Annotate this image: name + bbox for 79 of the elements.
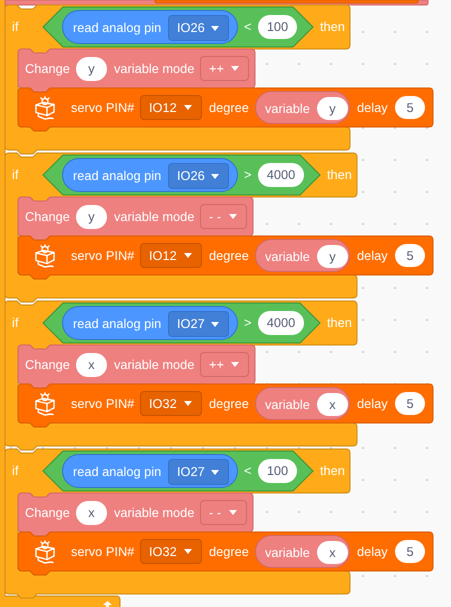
dropdown: IO26 xyxy=(168,15,229,41)
block-label: variable xyxy=(265,248,310,264)
keyword-label: then xyxy=(320,19,345,35)
variable-name-field: y xyxy=(317,245,348,268)
block-label: servo PIN# xyxy=(71,544,134,560)
analog-read-block xyxy=(62,158,238,192)
block-label: read analog pin xyxy=(73,464,162,480)
condition-block xyxy=(43,7,313,47)
analog-read-block xyxy=(62,306,238,340)
variable-name-field: y xyxy=(317,97,348,120)
keyword-label: then xyxy=(327,167,352,183)
block-label: degree xyxy=(209,544,249,560)
analog-read-block xyxy=(62,10,238,44)
dropdown: IO27 xyxy=(168,459,229,485)
dropdown: ++ xyxy=(200,352,249,377)
block-label: variable xyxy=(265,544,310,560)
block-label: delay xyxy=(357,100,388,116)
block-label: degree xyxy=(209,100,249,116)
change-variable-block xyxy=(18,493,253,536)
block-label: Change xyxy=(25,209,70,225)
change-variable-block xyxy=(18,345,255,388)
block-label: delay xyxy=(357,544,388,560)
operator-label: > xyxy=(244,315,252,331)
block-label: servo PIN# xyxy=(71,396,134,412)
servo-block xyxy=(18,384,433,427)
block-label: variable mode xyxy=(114,505,194,521)
operator-label: < xyxy=(244,463,252,479)
operator-label: > xyxy=(244,167,252,183)
servo-block xyxy=(18,236,433,279)
block-label: servo PIN# xyxy=(71,248,134,264)
condition-block xyxy=(43,303,320,343)
dropdown: IO12 xyxy=(140,95,202,120)
block-label: Change xyxy=(25,505,70,521)
block-label: degree xyxy=(209,396,249,412)
keyword-label: if xyxy=(12,315,18,331)
dropdown: IO32 xyxy=(140,539,202,564)
dropdown: IO27 xyxy=(168,311,229,337)
analog-read-block xyxy=(62,454,238,488)
variable-reporter xyxy=(255,91,350,124)
operator-label: < xyxy=(244,19,252,35)
dropdown: ++ xyxy=(200,56,249,81)
variable-reporter xyxy=(255,535,350,568)
block-label: variable mode xyxy=(114,357,194,373)
block-label: variable mode xyxy=(114,209,194,225)
block-label: variable xyxy=(265,396,310,412)
block-label: delay xyxy=(357,396,388,412)
dropdown: - - xyxy=(200,204,247,229)
number-field: 4000 xyxy=(258,163,304,187)
number-field: 4000 xyxy=(258,311,304,335)
block-label: servo PIN# xyxy=(71,100,134,116)
block-label: read analog pin xyxy=(73,20,162,36)
dropdown: IO26 xyxy=(168,163,229,189)
keyword-label: if xyxy=(12,167,18,183)
dropdown: - - xyxy=(200,500,247,525)
block-label: delay xyxy=(357,248,388,264)
keyword-label: then xyxy=(327,315,352,331)
change-variable-block xyxy=(18,197,253,240)
block-label: variable xyxy=(265,100,310,116)
block-label: degree xyxy=(209,248,249,264)
variable-name-field: x xyxy=(317,541,348,564)
condition-block xyxy=(43,451,313,491)
condition-block xyxy=(43,155,320,195)
change-variable-block xyxy=(18,49,255,92)
code-block xyxy=(155,0,418,3)
keyword-label: then xyxy=(320,463,345,479)
variable-reporter xyxy=(255,387,350,420)
dropdown: IO32 xyxy=(140,391,202,416)
block-label: Change xyxy=(25,61,70,77)
dropdown: IO12 xyxy=(140,243,202,268)
variable-name-field: x xyxy=(317,393,348,416)
block-label: read analog pin xyxy=(73,316,162,332)
block-label: variable mode xyxy=(114,61,194,77)
servo-block xyxy=(18,532,433,575)
block-label: read analog pin xyxy=(73,168,162,184)
keyword-label: if xyxy=(12,19,18,35)
keyword-label: if xyxy=(12,463,18,479)
variable-reporter xyxy=(255,239,350,272)
servo-block xyxy=(18,88,433,131)
block-label: Change xyxy=(25,357,70,373)
